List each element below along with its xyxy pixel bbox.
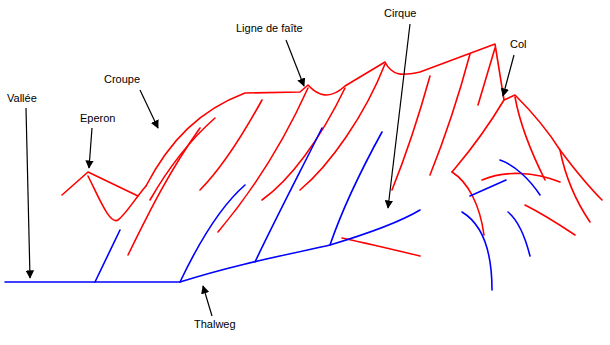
water-lines	[5, 128, 540, 290]
terrain-label: Eperon	[80, 112, 115, 125]
relief-lines	[62, 44, 602, 256]
terrain-label: Thalweg	[194, 318, 236, 331]
terrain-label: Col	[510, 38, 527, 51]
terrain-label: Ligne de faîte	[236, 22, 303, 35]
terrain-label: Croupe	[104, 73, 140, 86]
terrain-label: Cirque	[384, 7, 416, 20]
leader-arrows	[26, 24, 514, 316]
terrain-label: Vallée	[7, 92, 37, 105]
